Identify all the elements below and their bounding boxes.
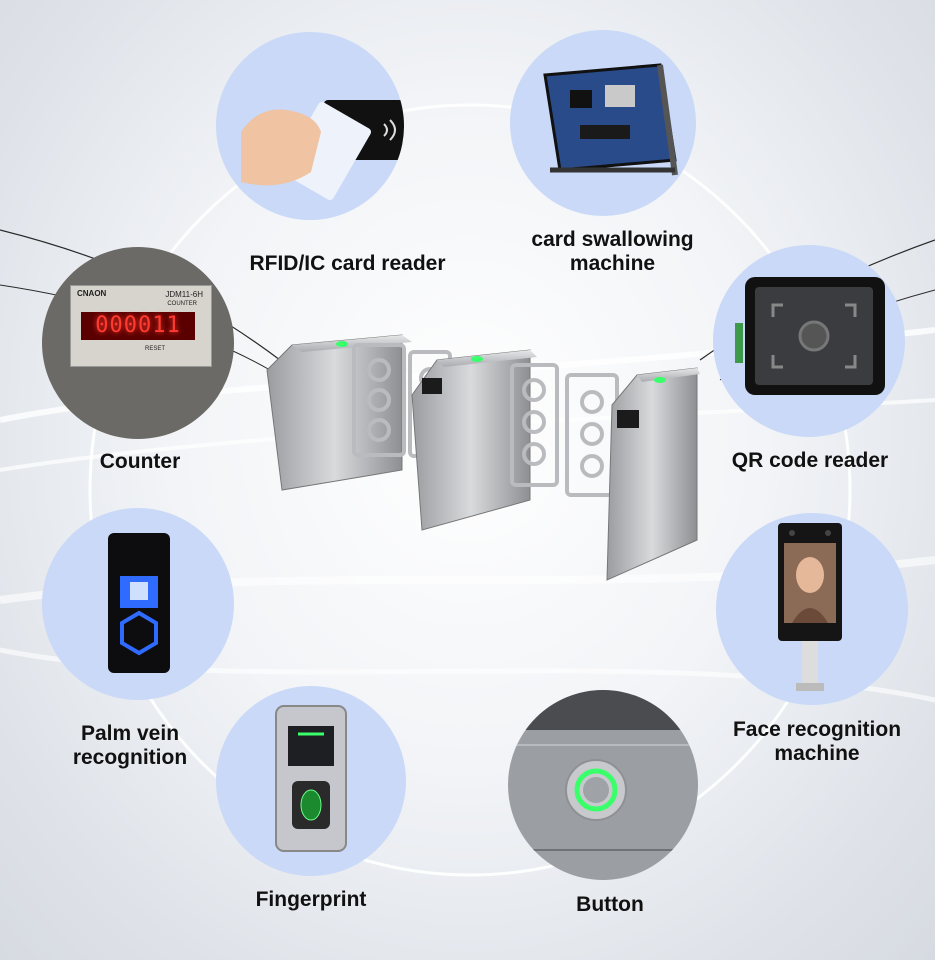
push-button-icon	[508, 690, 698, 851]
card-swallowing-label-line2: machine	[569, 252, 656, 275]
connecting-ring	[88, 103, 852, 877]
rfid-card-icon	[241, 100, 404, 201]
indicator-light	[471, 356, 483, 362]
face-image-circle	[716, 513, 908, 705]
fingerprint-scanner-icon	[275, 705, 347, 852]
face-label-line2: machine	[774, 742, 860, 765]
button-label: Button	[576, 893, 644, 916]
card-reader-panel	[422, 378, 442, 394]
card-swallowing-image-circle	[510, 30, 696, 216]
palm-label: Palm vein recognition	[40, 722, 220, 770]
rfid-image-circle	[216, 32, 404, 220]
qr-scanner-icon	[735, 277, 885, 395]
qr-label: QR code reader	[731, 449, 889, 472]
face-label-line1: Face recognition	[732, 718, 902, 741]
card-swallowing-label: card swallowing machine	[490, 228, 735, 276]
right-cabinet	[606, 367, 698, 581]
face-terminal-icon	[778, 523, 842, 691]
palm-scanner-icon	[108, 533, 170, 673]
button-image-circle	[508, 690, 698, 880]
fingerprint-image-circle	[216, 686, 406, 876]
palm-image-circle	[42, 508, 234, 700]
indicator-light	[654, 377, 666, 383]
counter-label: Counter	[99, 450, 181, 473]
counter-reset: RESET	[144, 346, 165, 352]
middle-cabinet	[411, 349, 531, 531]
palm-label-line2: recognition	[72, 746, 188, 769]
indicator-light	[336, 341, 348, 347]
palm-label-line1: Palm vein	[80, 722, 180, 745]
counter-display: 000011	[81, 312, 195, 340]
counter-image-circle: CNAON JDM11-6H COUNTER 000011 RESET	[42, 247, 234, 439]
rfid-label: RFID/IC card reader	[249, 252, 446, 275]
counter-device: CNAON JDM11-6H COUNTER 000011 RESET	[70, 285, 212, 367]
swing-gate-turnstile	[266, 334, 700, 581]
card-reader-panel	[617, 410, 639, 428]
fingerprint-label: Fingerprint	[255, 888, 367, 911]
left-cabinet	[266, 334, 403, 491]
counter-brand: CNAON	[77, 289, 107, 298]
counter-model: JDM11-6H	[165, 290, 203, 299]
face-label: Face recognition machine	[712, 718, 922, 766]
counter-sub: COUNTER	[167, 301, 197, 307]
qr-image-circle	[713, 245, 905, 437]
card-swallowing-label-line1: card swallowing	[531, 228, 694, 251]
circuit-board-icon	[543, 63, 678, 176]
